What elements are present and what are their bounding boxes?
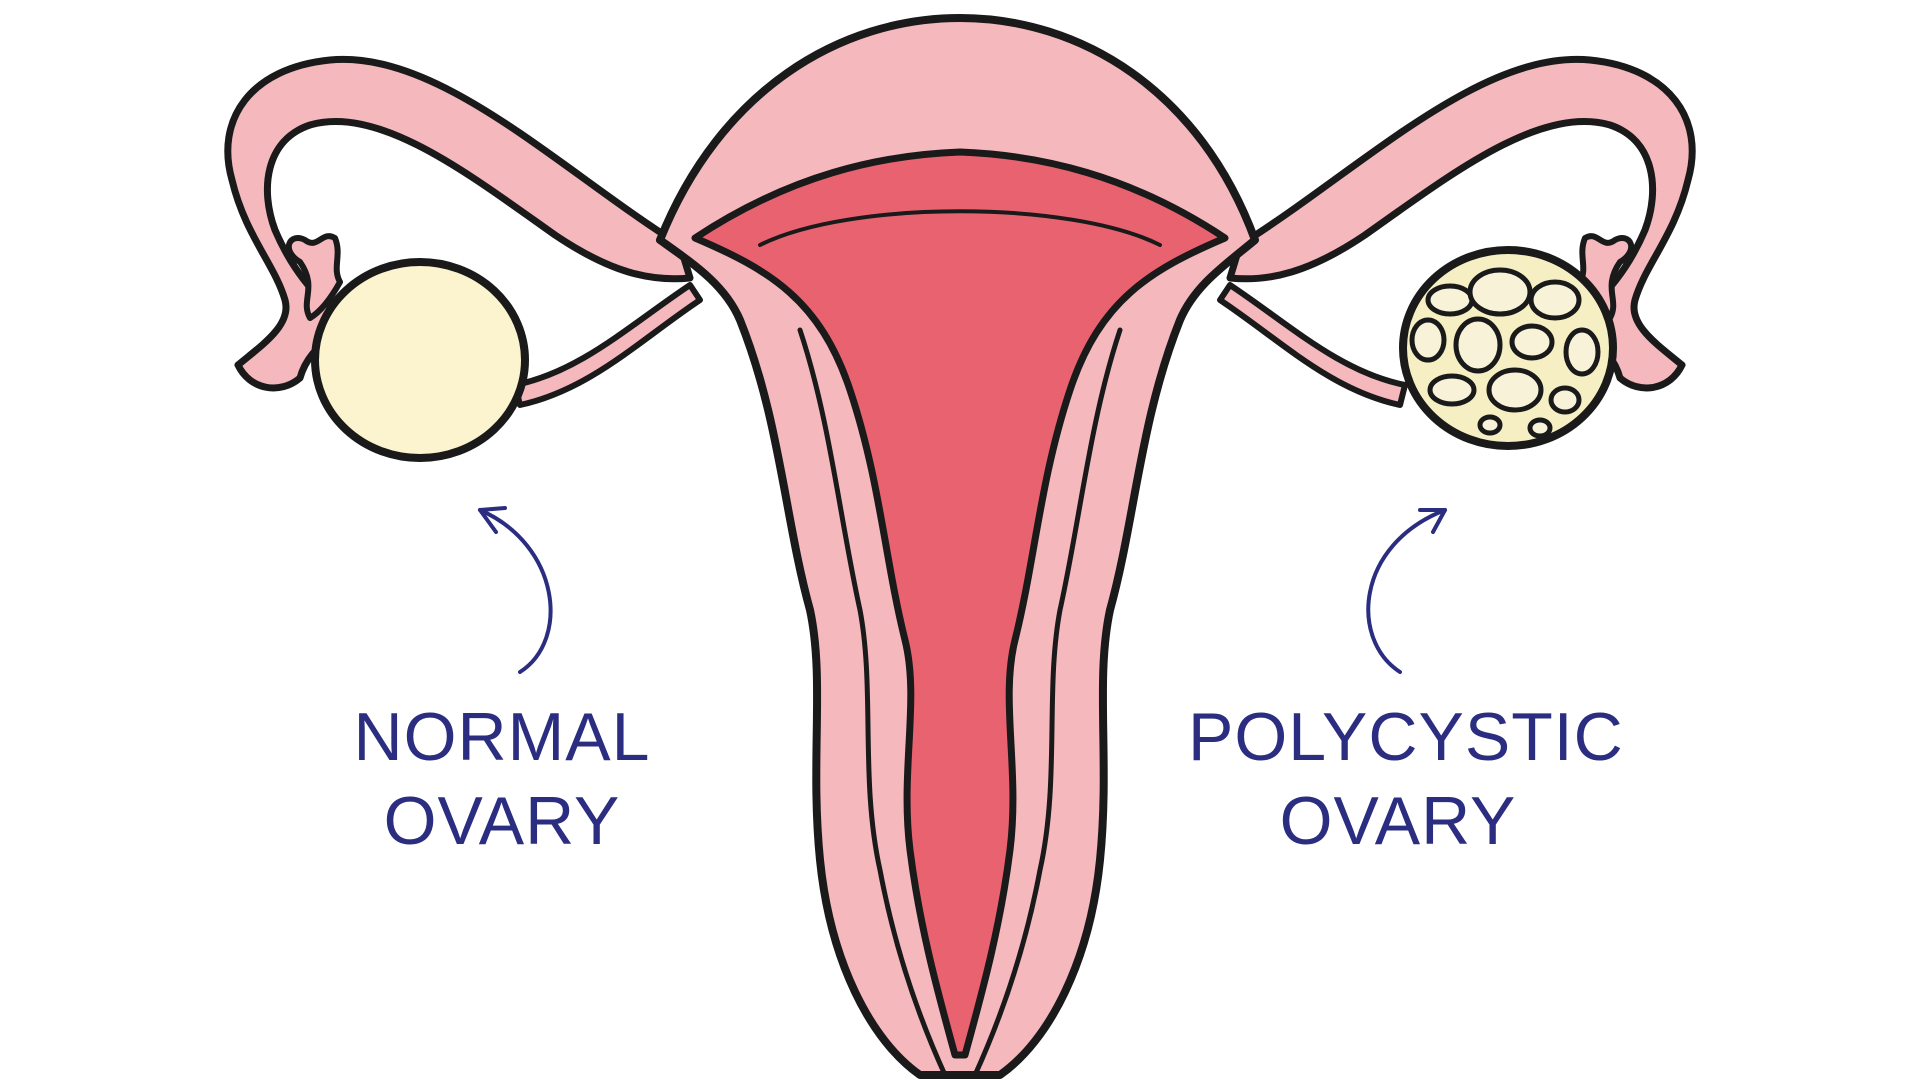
normal-ovary-label-line1: NORMAL: [353, 699, 651, 775]
uterine-cavity: [691, 148, 1229, 1059]
cyst: [1563, 327, 1601, 377]
uterus-inner-line-left: [797, 327, 948, 1078]
curved-arrow-icon: [478, 506, 553, 674]
cyst: [1486, 367, 1544, 413]
left-tube-shape: [224, 55, 694, 392]
polycystic-ovary: [1399, 246, 1617, 450]
polycystic-ovary-label-line1: POLYCYSTIC: [1188, 699, 1624, 775]
normal-ovary-label-line2: OVARY: [383, 783, 621, 859]
cyst: [1548, 385, 1582, 415]
normal-arrow-curve: [478, 508, 553, 674]
uterine-cavity-highlight: [758, 209, 1162, 247]
cyst: [1427, 373, 1477, 407]
normal-ovary: [311, 258, 529, 462]
normal-ovary-shape: [311, 258, 529, 462]
cyst: [1509, 323, 1555, 361]
cyst: [1453, 316, 1503, 374]
right-tube-shape: [1226, 55, 1696, 392]
left-fallopian-tube: [224, 55, 703, 408]
normal-ovary-label: NORMAL OVARY: [292, 695, 712, 863]
right-fallopian-tube: [1217, 55, 1696, 408]
cyst: [1425, 283, 1475, 317]
left-tube-ligament: [512, 282, 703, 408]
curved-arrow-icon: [1366, 508, 1447, 674]
cyst: [1477, 414, 1503, 436]
cyst: [1467, 267, 1533, 317]
ovarian-cysts: [1409, 267, 1601, 439]
polycystic-ovary-label-line2: OVARY: [1279, 783, 1517, 859]
left-fimbriae: [285, 233, 343, 321]
uterus-inner-line-right: [972, 327, 1123, 1078]
cyst: [1528, 279, 1582, 321]
uterus: [656, 14, 1259, 1079]
cyst: [1527, 417, 1553, 439]
polycystic-arrow-head: [1418, 508, 1447, 534]
polycystic-arrow-curve: [1366, 508, 1447, 674]
right-tube-ligament: [1217, 282, 1408, 408]
cyst: [1409, 317, 1447, 363]
polycystic-ovary-label: POLYCYSTIC OVARY: [1188, 695, 1624, 863]
normal-arrow-head: [478, 506, 507, 534]
